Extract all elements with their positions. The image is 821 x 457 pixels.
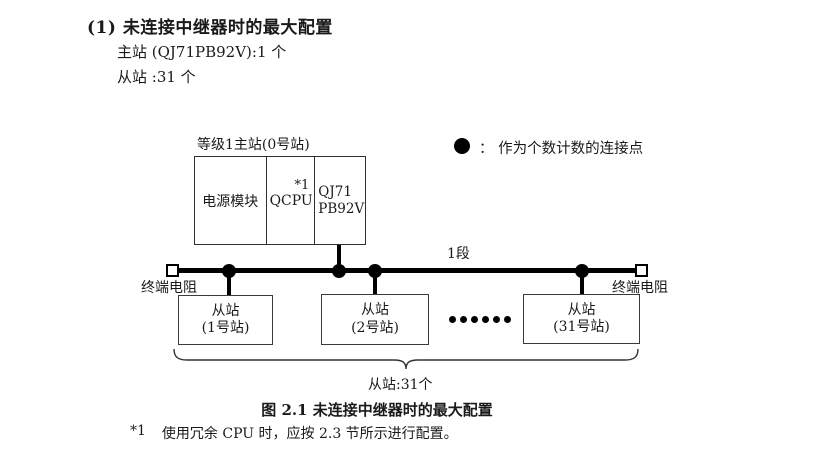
connection-dot-slave31 — [575, 264, 589, 278]
segment-label: 1段 — [447, 246, 470, 262]
brace-label: 从站:31个 — [368, 377, 433, 393]
footnote: *1 使用冗余 CPU 时，应按 2.3 节所示进行配置。 — [130, 423, 458, 443]
connection-dot-master — [332, 264, 346, 278]
slave2-drop-line — [373, 271, 377, 295]
slave-station-1-box: 从站 (1号站) — [178, 295, 273, 345]
terminator-left-label: 终端电阻 — [141, 280, 197, 296]
slave2-line1: 从站 — [361, 302, 389, 318]
slave31-drop-line — [580, 271, 584, 295]
connection-dot-slave2 — [368, 264, 382, 278]
module-name-line1: QJ71 — [318, 183, 352, 200]
terminator-right-icon — [635, 264, 648, 277]
section-heading: (1) 未连接中继器时的最大配置 — [87, 18, 333, 38]
pb92v-module-cell: QJ71 PB92V — [315, 157, 365, 244]
slave1-drop-line — [227, 271, 231, 296]
terminator-right-label: 终端电阻 — [612, 280, 668, 296]
power-module-cell: 电源模块 — [195, 157, 267, 244]
slave1-line1: 从站 — [211, 302, 240, 319]
qcpu-cell: *1 QCPU — [267, 157, 316, 244]
master-count-line: 主站 (QJ71PB92V):1 个 — [117, 43, 287, 61]
footnote-marker: *1 — [130, 423, 146, 439]
footnote-text: 使用冗余 CPU 时，应按 2.3 节所示进行配置。 — [161, 426, 458, 442]
legend-text: ： 作为个数计数的连接点 — [479, 141, 644, 157]
master-station-box: 电源模块 *1 QCPU QJ71 PB92V — [194, 156, 366, 245]
footnote-ref-marker: *1 — [294, 178, 310, 193]
master-station-label: 等级1主站(0号站) — [197, 137, 310, 153]
slave31-line2: (31号站) — [553, 319, 610, 335]
ellipsis-icon — [449, 316, 511, 323]
connection-dot-slave1 — [222, 264, 236, 278]
module-name-line2: PB92V — [318, 200, 365, 217]
terminator-left-icon — [166, 264, 179, 277]
connection-point-icon — [454, 138, 470, 154]
slave2-line2: (2号站) — [351, 319, 399, 336]
slave31-line1: 从站 — [567, 301, 596, 318]
brace-under-slaves — [173, 348, 639, 370]
figure-caption: 图 2.1 未连接中继器时的最大配置 — [261, 401, 493, 419]
slave-station-2-box: 从站 (2号站) — [321, 294, 429, 345]
master-drop-line — [337, 245, 341, 271]
slave-count-line: 从站 :31 个 — [117, 68, 196, 86]
qcpu-label: QCPU — [269, 192, 313, 209]
bus-line — [179, 268, 638, 273]
slave1-line2: (1号站) — [201, 320, 250, 336]
slave-station-31-box: 从站 (31号站) — [523, 294, 640, 344]
